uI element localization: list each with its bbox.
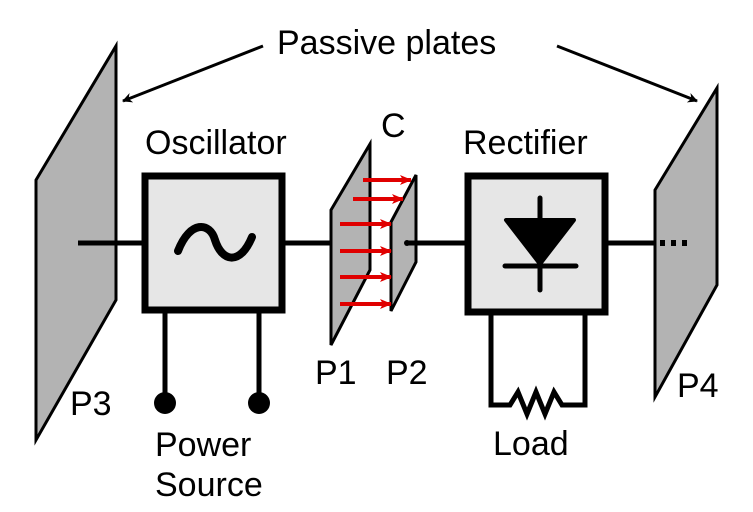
capacitor-label: C <box>381 107 406 145</box>
p2-label: P2 <box>386 354 428 392</box>
p4-label: P4 <box>677 367 719 405</box>
power-terminal-right <box>248 392 270 414</box>
load-label: Load <box>493 425 569 463</box>
passive-plates-label: Passive plates <box>277 24 496 62</box>
rectifier-label: Rectifier <box>463 124 588 162</box>
power-source-label-line2: Source <box>155 466 263 504</box>
power-terminal-left <box>154 392 176 414</box>
power-source-label-line1: Power <box>155 426 251 464</box>
load-circuit <box>488 312 588 421</box>
sine-wave-icon <box>174 223 256 262</box>
plate-p2 <box>389 174 418 312</box>
pointer-arrow-left <box>122 44 264 103</box>
electric-field-arrows <box>340 175 412 309</box>
p3-label: P3 <box>70 385 112 423</box>
diode-icon <box>502 195 579 293</box>
plate-p1 <box>329 138 372 346</box>
p1-label: P1 <box>315 354 357 392</box>
oscillator-label: Oscillator <box>145 124 287 162</box>
continuation-dots <box>660 240 687 246</box>
pointer-arrow-right <box>556 44 698 103</box>
plate-p3 <box>34 40 118 446</box>
